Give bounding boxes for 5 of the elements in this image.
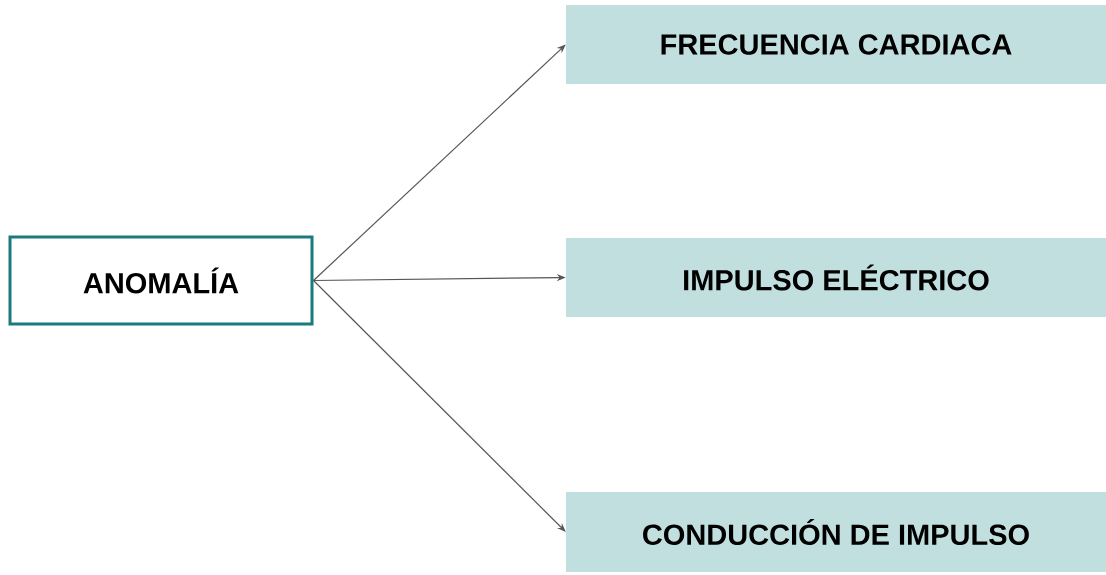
category-box: IMPULSO ELÉCTRICO	[566, 238, 1106, 317]
arrow	[312, 279, 566, 532]
category-box: FRECUENCIA CARDIACA	[566, 5, 1106, 84]
category-box: CONDUCCIÓN DE IMPULSO	[566, 492, 1106, 572]
process-box: ANOMALÍA	[8, 235, 314, 326]
